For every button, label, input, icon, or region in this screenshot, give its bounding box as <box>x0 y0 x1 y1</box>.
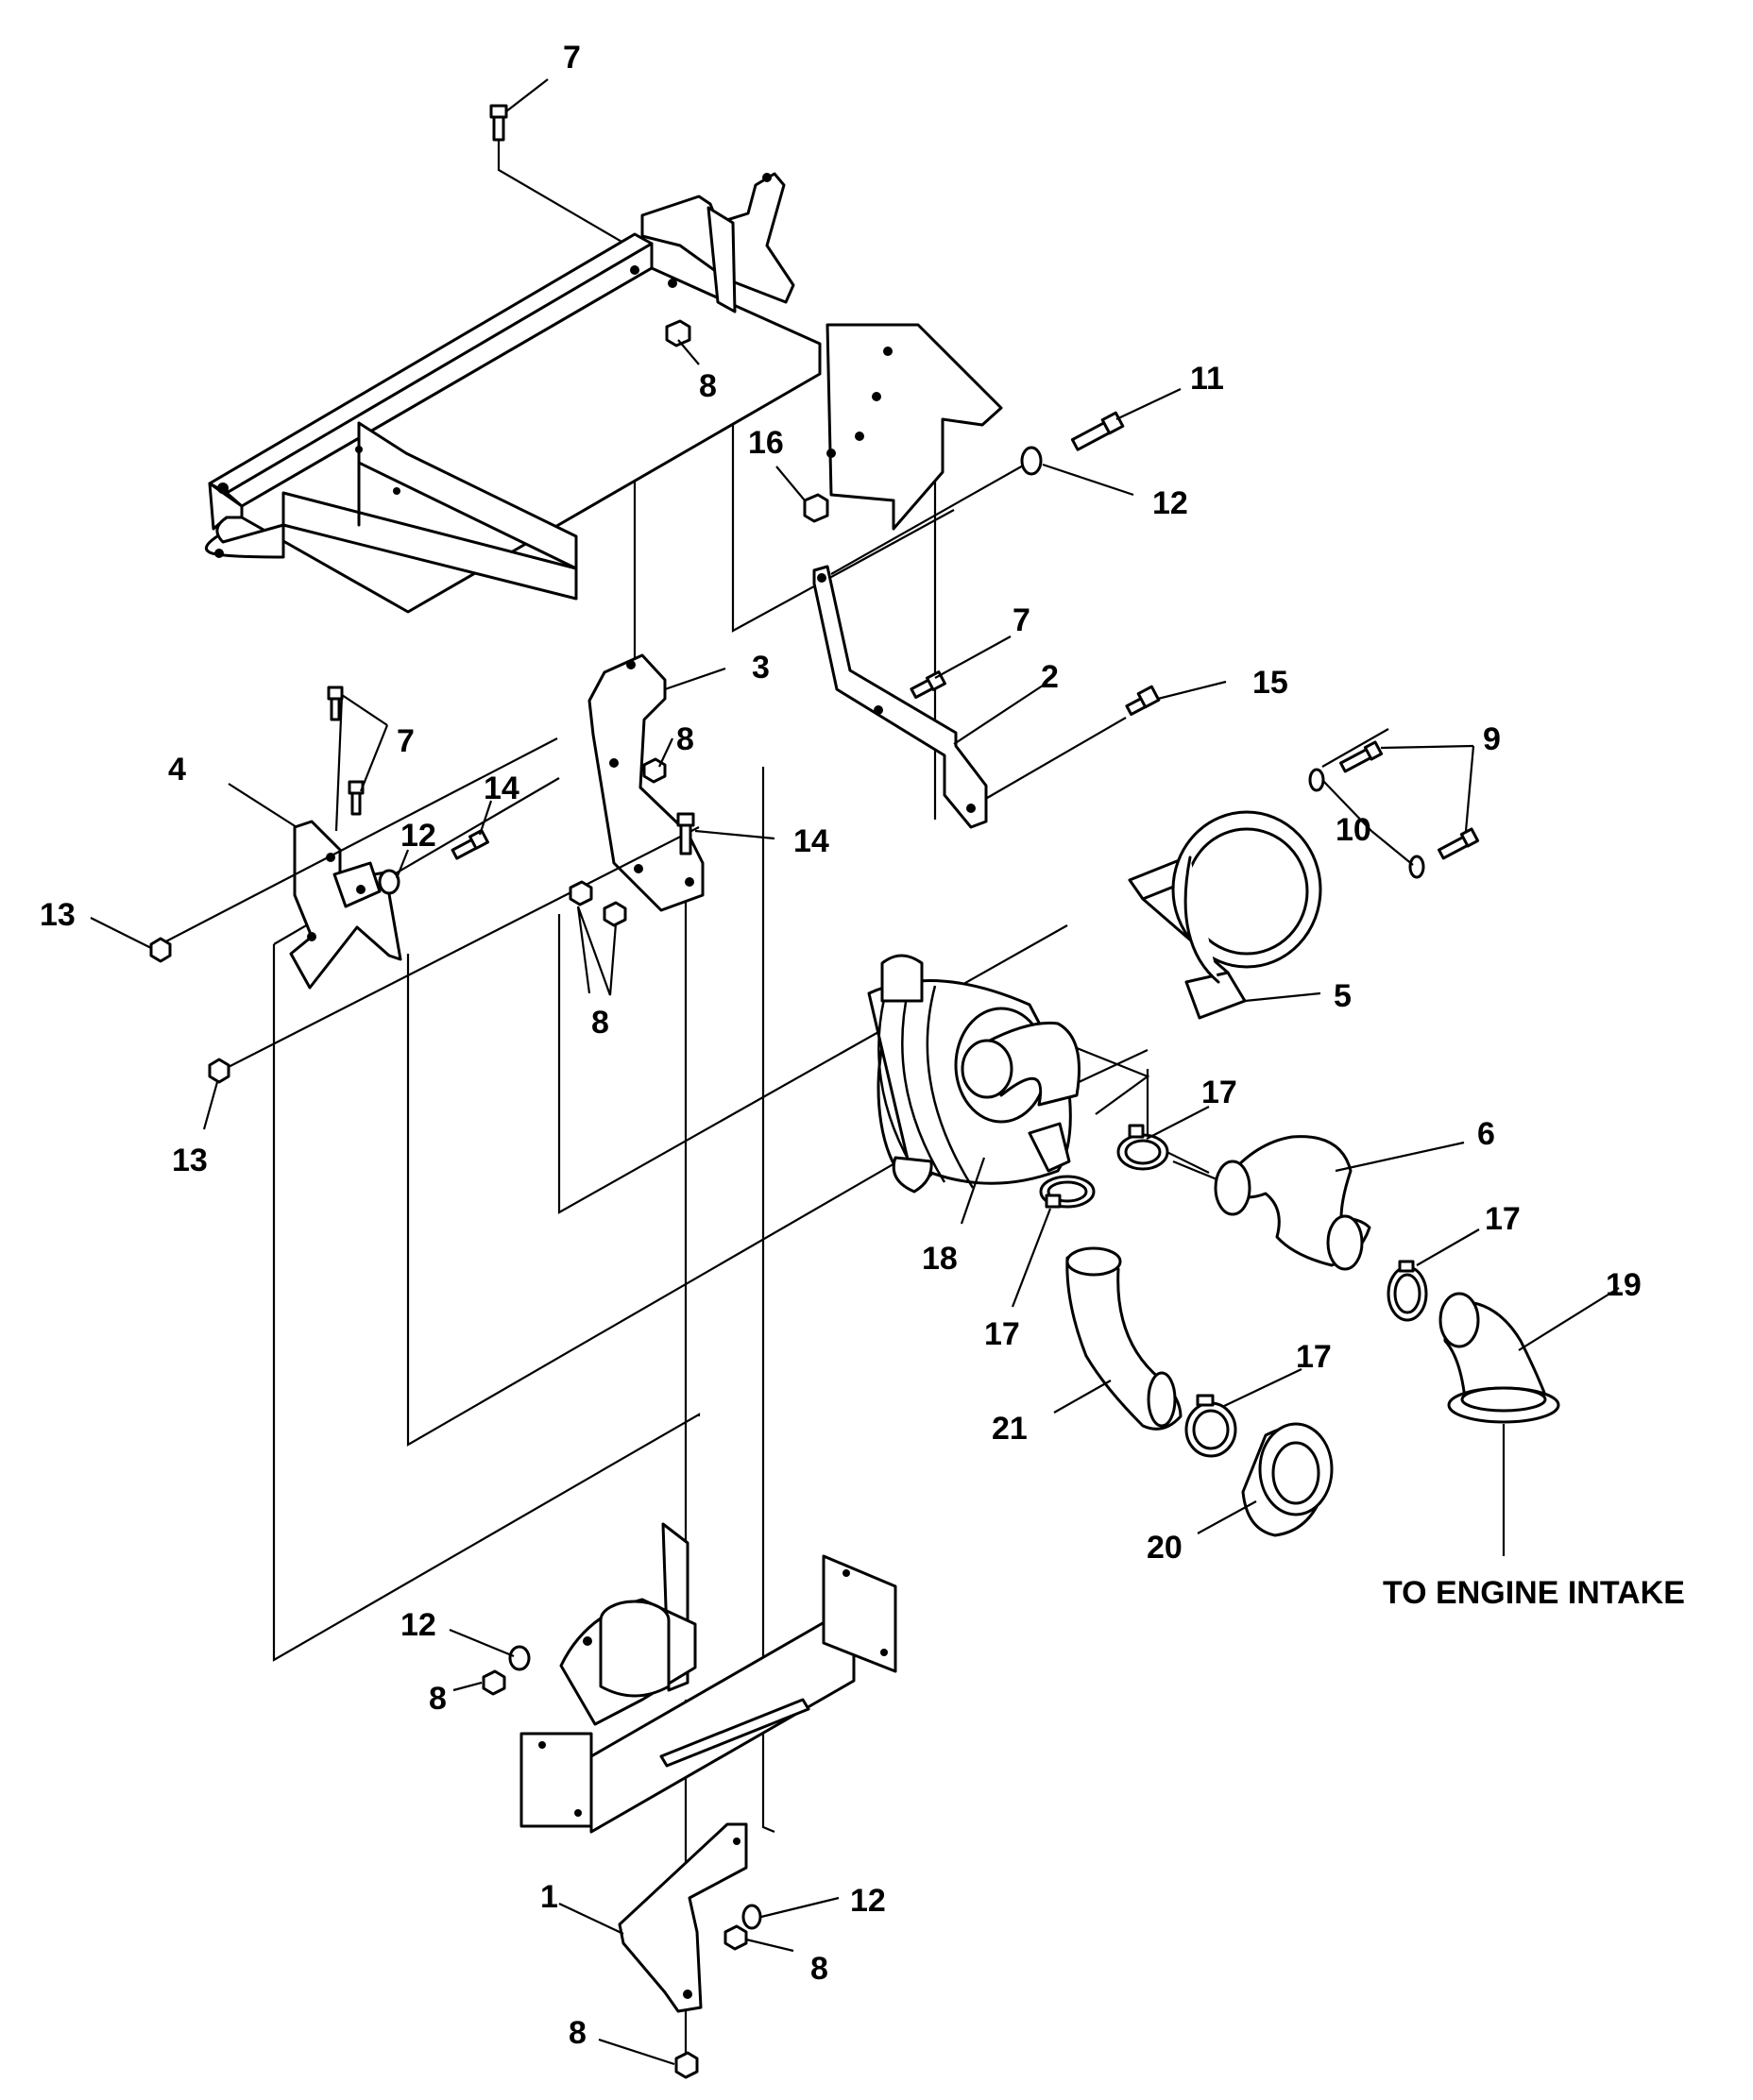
callout-9: 9 <box>1483 721 1501 757</box>
callout-20: 20 <box>1147 1530 1183 1566</box>
bracket-1 <box>618 1822 748 2013</box>
callout-4: 4 <box>168 752 186 788</box>
nut-8-top <box>665 319 691 347</box>
callout-12-bottom-left: 12 <box>400 1607 436 1643</box>
engine-intake-note: TO ENGINE INTAKE <box>1383 1575 1685 1611</box>
bracket-4 <box>289 820 402 990</box>
washer-12-bottom-left <box>508 1645 531 1671</box>
air-filter <box>867 954 1081 1194</box>
hose-21 <box>1065 1246 1183 1431</box>
callout-18: 18 <box>922 1241 958 1277</box>
elbow-19 <box>1438 1292 1560 1424</box>
washer-12-right <box>1020 446 1043 476</box>
callout-14-left: 14 <box>484 771 519 806</box>
callout-7-top: 7 <box>563 40 581 76</box>
callout-8-bottom: 8 <box>569 2015 587 2051</box>
nut-8-bottom <box>674 2051 699 2079</box>
callout-7-mid: 7 <box>1013 602 1030 638</box>
clamp-bracket-5 <box>1128 810 1322 1020</box>
callout-labels: 7 8 11 12 16 3 7 2 15 7 8 4 14 12 9 10 1… <box>40 40 1642 2051</box>
lower-frame <box>519 1522 897 1834</box>
bracket-3 <box>587 653 705 912</box>
callout-13-upper: 13 <box>40 897 76 933</box>
nut-8-bottom-left <box>482 1669 506 1696</box>
bolt-15 <box>1125 685 1161 717</box>
callout-8-bracket3: 8 <box>676 721 694 757</box>
callout-8-bottom-left: 8 <box>429 1681 447 1717</box>
callout-14-right: 14 <box>793 823 829 859</box>
hose-clamp-17a <box>1116 1124 1169 1171</box>
hardware <box>149 104 1480 2079</box>
hose-clamp-17b <box>1039 1175 1096 1209</box>
nut-13-lower <box>208 1058 230 1084</box>
bolt-11 <box>1070 411 1125 451</box>
callout-17-d: 17 <box>1296 1339 1332 1375</box>
callout-8-bottom-right: 8 <box>810 1951 828 1987</box>
callout-15: 15 <box>1252 665 1288 701</box>
callout-2: 2 <box>1041 659 1059 695</box>
callout-17-c: 17 <box>1485 1201 1521 1237</box>
cap-20 <box>1241 1422 1334 1537</box>
bolts-7-left <box>327 686 365 816</box>
callout-8-bracket3-lower: 8 <box>591 1005 609 1041</box>
callout-10: 10 <box>1336 812 1371 848</box>
callout-12-bottom-right: 12 <box>850 1883 886 1919</box>
upper-frame <box>204 172 1003 614</box>
callout-21: 21 <box>992 1411 1028 1447</box>
nut-8-bottom-right <box>723 1924 748 1951</box>
washer-12-left <box>378 869 400 895</box>
washer-12-bottom-right <box>741 1904 762 1930</box>
nuts-8-bracket3 <box>569 880 627 927</box>
callout-8-top: 8 <box>699 368 717 404</box>
callout-3: 3 <box>752 650 770 686</box>
bolt-7-mid <box>910 670 946 700</box>
callout-5: 5 <box>1334 978 1352 1014</box>
bolt-14-left <box>451 829 489 860</box>
washers-10 <box>1308 768 1425 879</box>
callout-1: 1 <box>540 1879 558 1915</box>
callout-7-left: 7 <box>397 723 415 759</box>
nut-13-upper <box>149 937 172 963</box>
callout-19: 19 <box>1606 1267 1642 1303</box>
hose-clamps <box>1039 1124 1428 1458</box>
callout-17-a: 17 <box>1201 1075 1237 1110</box>
callout-6: 6 <box>1477 1116 1495 1152</box>
callout-13-lower: 13 <box>172 1143 208 1178</box>
bolt-14-right <box>676 812 695 855</box>
callout-11: 11 <box>1190 361 1224 397</box>
bolt-7-top <box>489 104 508 142</box>
bracket-2 <box>812 565 988 829</box>
hose-6 <box>1214 1135 1371 1271</box>
callout-17-b: 17 <box>984 1316 1020 1352</box>
nut-16 <box>803 493 829 523</box>
callout-12-left: 12 <box>400 818 436 854</box>
callout-12-right: 12 <box>1152 485 1188 521</box>
bolts-9 <box>1339 740 1480 860</box>
callout-16: 16 <box>748 425 784 461</box>
callout-leaders <box>90 78 1620 2066</box>
hose-clamp-17c <box>1387 1260 1428 1322</box>
hose-clamp-17d <box>1184 1394 1237 1458</box>
